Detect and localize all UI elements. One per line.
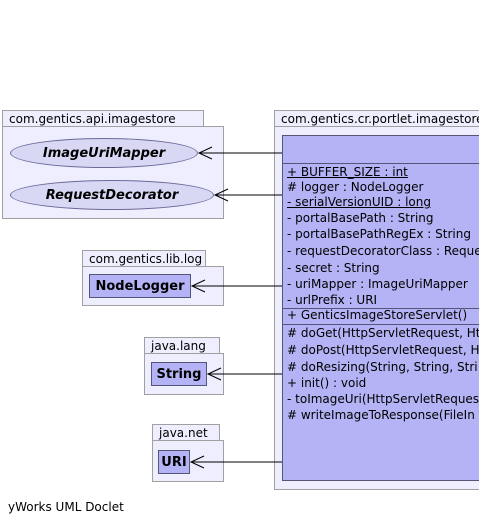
method: # doGet(HttpServletRequest, Htt — [287, 326, 479, 340]
arrow-head — [189, 455, 205, 469]
attribute: + BUFFER_SIZE : int — [287, 165, 408, 179]
attribute-separator — [283, 308, 479, 309]
footer-credit: yWorks UML Doclet — [8, 500, 124, 514]
attribute: # logger : NodeLogger — [287, 180, 424, 194]
constructor-separator — [283, 324, 479, 325]
method: # writeImageToResponse(FileIn — [287, 408, 475, 422]
method: # doPost(HttpServletRequest, Ht — [287, 343, 479, 357]
package-name: java.lang — [151, 339, 206, 353]
method: - toImageUri(HttpServletReques — [287, 392, 479, 406]
method: + init() : void — [287, 376, 367, 390]
attribute: - portalBasePath : String — [287, 211, 434, 225]
attribute: - uriMapper : ImageUriMapper — [287, 277, 468, 291]
attribute: - serialVersionUID : long — [287, 195, 431, 209]
package-name: java.net — [159, 426, 208, 440]
arrow-head — [197, 146, 213, 160]
attribute: - requestDecoratorClass : Request — [287, 244, 479, 258]
name-separator — [283, 163, 479, 164]
arrow-head — [206, 367, 222, 381]
package-name: com.gentics.api.imagestore — [9, 112, 176, 126]
package-tab-log: com.gentics.lib.log — [82, 250, 206, 267]
class-string[interactable]: String — [151, 362, 207, 386]
class-gentics-image-store-servlet[interactable]: + BUFFER_SIZE : int # logger : NodeLogge… — [282, 135, 479, 481]
class-uri[interactable]: URI — [158, 450, 190, 474]
class-label: String — [156, 366, 202, 382]
package-name: com.gentics.cr.portlet.imagestore — [281, 112, 479, 126]
method: # doResizing(String, String, Stri — [287, 360, 478, 374]
package-tab-net: java.net — [152, 424, 220, 441]
class-label: NodeLogger — [95, 278, 185, 294]
arrow-head — [213, 188, 229, 202]
attribute: - urlPrefix : URI — [287, 293, 378, 307]
package-name: com.gentics.lib.log — [89, 252, 203, 266]
interface-request-decorator[interactable]: RequestDecorator — [10, 180, 214, 210]
interface-image-uri-mapper[interactable]: ImageUriMapper — [10, 138, 198, 168]
constructor: + GenticsImageStoreServlet() — [287, 308, 468, 322]
package-tab-imagestore-api: com.gentics.api.imagestore — [2, 110, 204, 127]
package-tab-portlet: com.gentics.cr.portlet.imagestore — [274, 110, 479, 127]
attribute: - secret : String — [287, 261, 380, 275]
class-label: URI — [161, 454, 187, 470]
package-tab-lang: java.lang — [144, 337, 220, 354]
arrow-head — [190, 279, 206, 293]
interface-label: ImageUriMapper — [42, 145, 166, 161]
interface-label: RequestDecorator — [45, 187, 179, 203]
class-node-logger[interactable]: NodeLogger — [89, 274, 191, 298]
attribute: - portalBasePathRegEx : String — [287, 227, 471, 241]
